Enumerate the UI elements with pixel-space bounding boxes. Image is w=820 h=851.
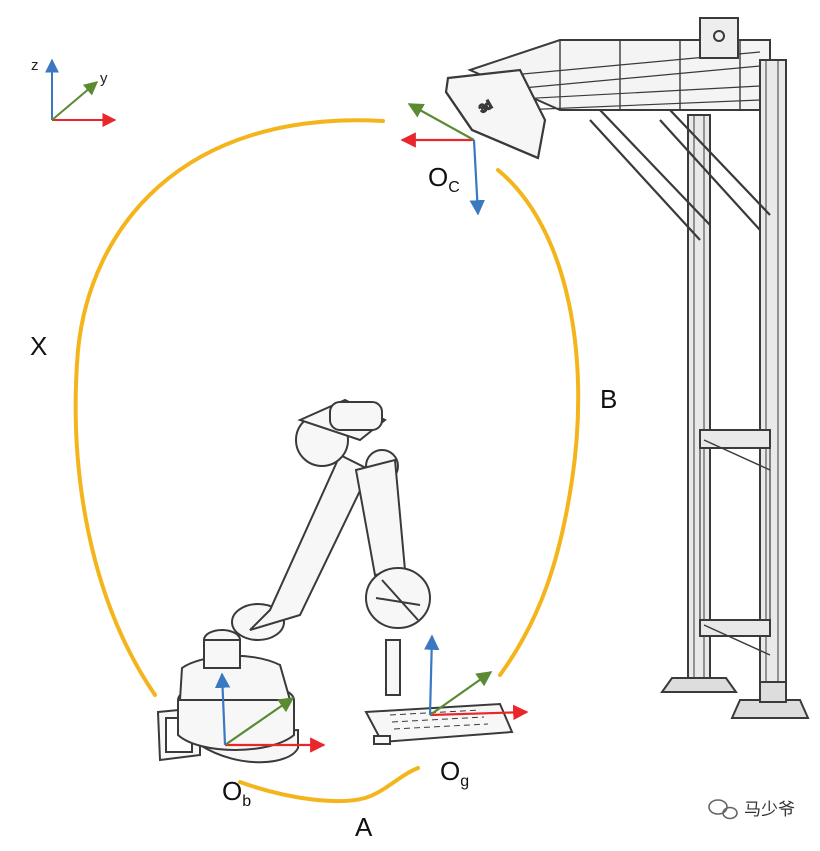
wechat-icon: [708, 799, 738, 820]
gantry-frame-drawing: [467, 17, 810, 719]
transform-x-label: X: [30, 331, 47, 361]
loop-a: [238, 766, 420, 803]
watermark-text: 马少爷: [744, 800, 795, 820]
gripper-frame-label: Og: [440, 756, 469, 790]
camera-frame-axes: [400, 103, 485, 216]
base-frame-label: Ob: [222, 776, 251, 810]
robot-arm-drawing: [156, 398, 514, 764]
legend-y-label: y: [100, 70, 108, 87]
base-frame-axes: [214, 672, 326, 753]
loop-x: [73, 118, 385, 697]
transform-b-label: B: [600, 384, 617, 414]
transform-loops: [73, 118, 581, 803]
loop-b: [496, 168, 581, 677]
legend-z-label: z: [31, 57, 39, 74]
camera-frame-label: OC: [428, 162, 460, 196]
legend-axes: [45, 58, 117, 127]
camera-housing-drawing: 3d: [444, 68, 547, 160]
gripper-frame-axes: [423, 634, 529, 721]
transform-a-label: A: [355, 812, 373, 842]
